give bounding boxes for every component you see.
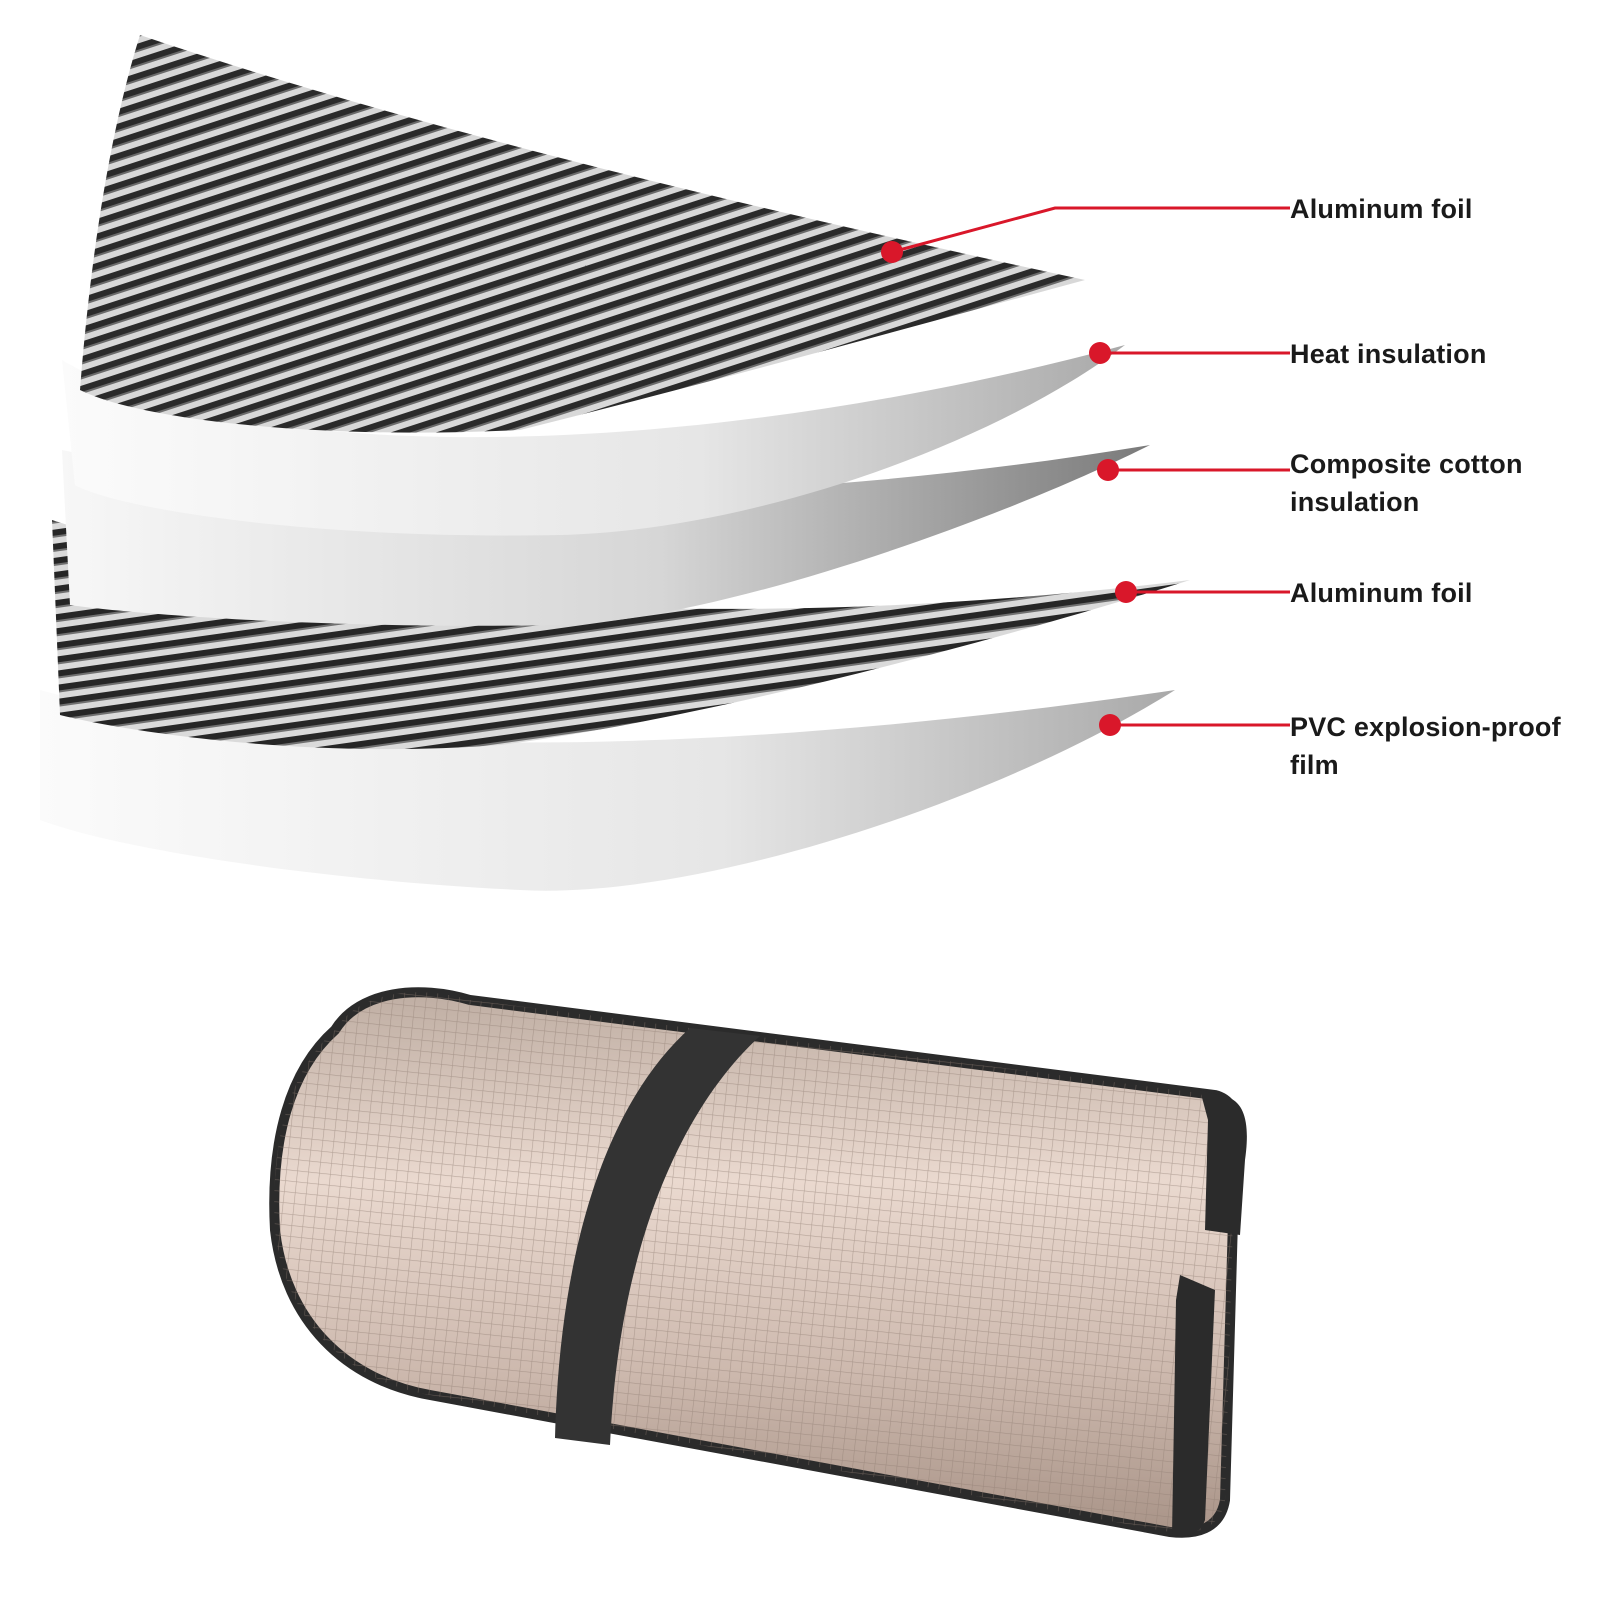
rolled-mat-end-flap-lower (1172, 1275, 1215, 1537)
callout-dot-composite-cotton (1097, 459, 1119, 481)
callout-dot-heat-insulation (1089, 342, 1111, 364)
callout-lines (881, 206, 1290, 736)
sheet-aluminum-foil-bottom (52, 520, 1190, 750)
rolled-mat (269, 987, 1247, 1538)
callout-line-aluminum-foil-top (891, 206, 1290, 254)
rolled-mat-strap (555, 1028, 760, 1445)
callout-dot-aluminum-foil-top (881, 241, 903, 263)
layer-sheets (40, 35, 1190, 891)
sheet-heat-insulation (62, 345, 1125, 536)
callout-label-heat-insulation: Heat insulation (1290, 339, 1487, 369)
callout-dot-pvc-film (1099, 714, 1121, 736)
callout-label-aluminum-foil-bottom: Aluminum foil (1290, 578, 1473, 608)
callout-label-aluminum-foil-top: Aluminum foil (1290, 194, 1473, 224)
callout-dot-aluminum-foil-bottom (1115, 581, 1137, 603)
rolled-mat-end-flap (1200, 1090, 1247, 1235)
rolled-mat-texture (274, 992, 1237, 1533)
sheet-aluminum-foil-top (80, 35, 1085, 433)
